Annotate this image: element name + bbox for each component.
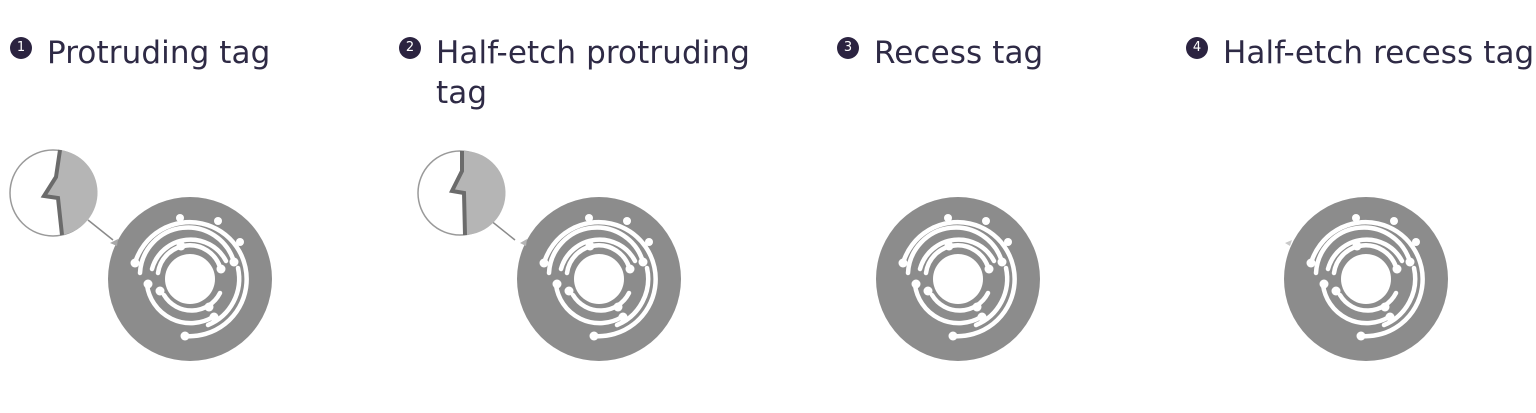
- half-etch-protruding-tag-figure: [417, 150, 681, 361]
- panel-heading: 3 Recess tag: [837, 33, 1043, 73]
- half-etch-recess-notch: [1285, 240, 1292, 246]
- step-number-badge: 4: [1186, 37, 1208, 59]
- callout-line: [87, 219, 114, 241]
- panel-title: Protruding tag: [47, 35, 271, 71]
- step-number-badge: 3: [837, 37, 859, 59]
- protruding-notch: [110, 239, 118, 246]
- panel-title: Half-etch protruding tag: [436, 35, 750, 111]
- tag-disc: [108, 197, 272, 361]
- panel-heading: 1 Protruding tag: [10, 33, 270, 73]
- step-number-badge: 2: [399, 37, 421, 59]
- panel-half-etch-protruding-tag: 2 Half-etch protruding tag: [390, 0, 830, 413]
- panel-title: Recess tag: [874, 35, 1044, 71]
- half-etch-recess-tag-figure: [1284, 197, 1448, 361]
- step-number-badge: 1: [10, 37, 32, 59]
- recess-notch: [877, 240, 884, 246]
- panel-protruding-tag: 1 Protruding tag: [0, 0, 390, 413]
- panel-heading: 2 Half-etch protruding tag: [399, 33, 779, 113]
- half-etch-protruding-notch: [520, 239, 527, 246]
- protruding-tag-figure: [9, 149, 272, 361]
- tag-disc: [1284, 197, 1448, 361]
- zoom-callout: [417, 150, 506, 236]
- panel-half-etch-recess-tag: 4 Half-etch recess tag: [1170, 0, 1536, 413]
- zoom-callout: [9, 149, 98, 237]
- panel-heading: 4 Half-etch recess tag: [1186, 33, 1534, 73]
- panel-recess-tag: 3 Recess tag: [830, 0, 1170, 413]
- recess-tag-figure: [876, 197, 1040, 361]
- tag-disc: [517, 197, 681, 361]
- panel-title: Half-etch recess tag: [1223, 35, 1535, 71]
- callout-line: [489, 219, 516, 241]
- tag-disc: [876, 197, 1040, 361]
